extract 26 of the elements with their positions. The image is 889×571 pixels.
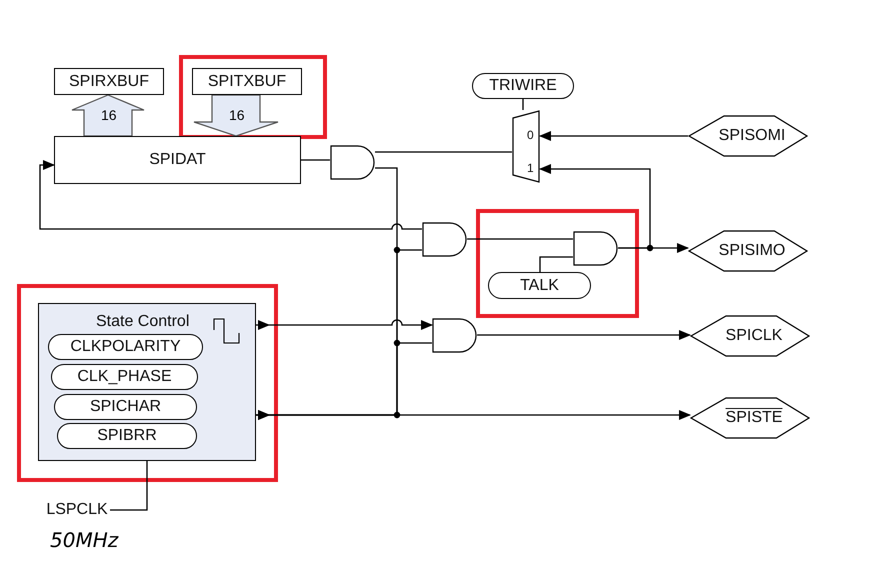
register-box: SPITXBUF xyxy=(192,68,302,95)
control-bit-pill: SPICHAR xyxy=(54,394,197,420)
pin-hexagon: SPISOMI xyxy=(688,115,808,157)
signal-label: LSPCLK xyxy=(44,498,110,522)
panel-heading: State Control xyxy=(96,313,190,331)
input-label: 0 xyxy=(527,128,534,142)
handwritten-note: 50MHz xyxy=(50,528,118,552)
and-gate xyxy=(573,231,618,266)
pin-hexagon: SPISTE xyxy=(690,397,810,439)
edge-label: 16 xyxy=(227,107,247,123)
control-bit-pill: CLK_PHASE xyxy=(51,364,198,390)
control-bit-pill: TRIWIRE xyxy=(472,73,574,99)
control-bit-pill: TALK xyxy=(488,272,591,299)
register-box: SPIDAT xyxy=(54,136,301,184)
state-control-panel xyxy=(38,303,256,461)
input-label: 1 xyxy=(527,161,534,175)
control-bit-pill: CLKPOLARITY xyxy=(48,334,203,360)
edge-label: 16 xyxy=(99,107,119,123)
pin-hexagon: SPISIMO xyxy=(688,230,808,272)
register-box: SPIRXBUF xyxy=(54,68,164,95)
pin-hexagon: SPICLK xyxy=(690,315,810,357)
and-gate xyxy=(422,222,467,257)
and-gate xyxy=(432,318,477,353)
control-bit-pill: SPIBRR xyxy=(57,423,197,449)
multiplexer xyxy=(512,110,540,183)
and-gate xyxy=(330,145,375,180)
